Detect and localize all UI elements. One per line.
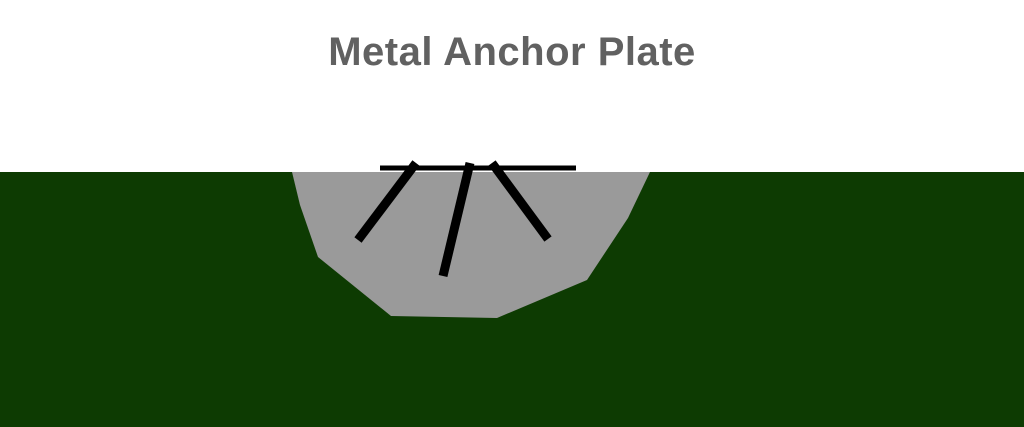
anchor-leg-left xyxy=(354,160,420,243)
anchor-leg-center xyxy=(438,161,475,278)
diagram-title: Metal Anchor Plate xyxy=(328,30,696,74)
anchor-leg-right xyxy=(488,160,552,242)
